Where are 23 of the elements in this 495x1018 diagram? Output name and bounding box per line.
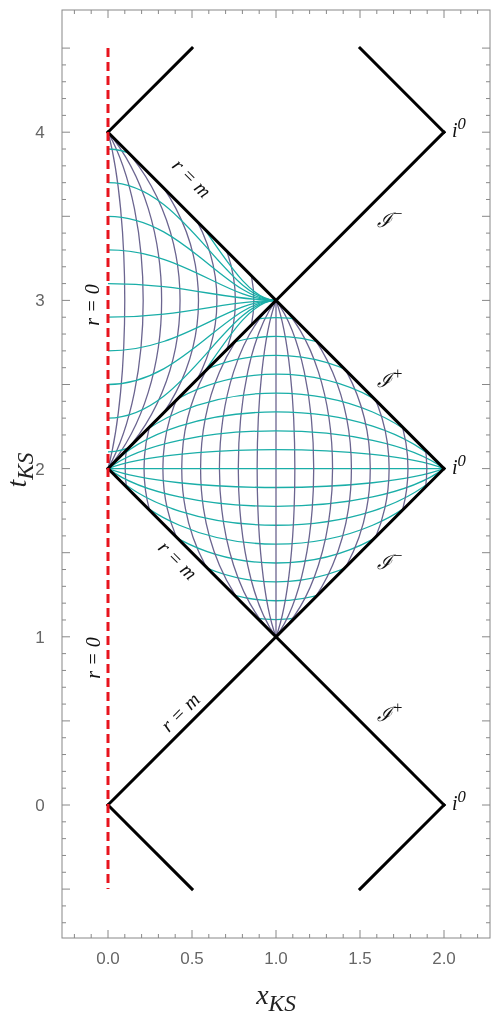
axis-tick-label: 2 bbox=[35, 460, 45, 478]
line-label: r = 0 bbox=[83, 637, 103, 679]
line-label: r = 0 bbox=[82, 284, 102, 326]
line-label: ℐ$^{+}$ bbox=[376, 700, 404, 724]
line-label: r = m bbox=[168, 154, 216, 202]
axis-tick-label: 0.5 bbox=[180, 949, 204, 967]
axis-tick-label: 4 bbox=[35, 123, 45, 141]
point-label: i$^{0}$ bbox=[452, 453, 466, 477]
point-label: i$^{0}$ bbox=[452, 789, 466, 813]
line-label: r = m bbox=[156, 688, 204, 736]
axis-tick-label: 2.0 bbox=[432, 949, 456, 967]
point-label: i$^{0}$ bbox=[452, 116, 466, 140]
axis-tick-label: 1 bbox=[35, 628, 45, 646]
axis-title: x$_{KS}$ bbox=[256, 981, 296, 1015]
line-label: r = m bbox=[154, 536, 202, 584]
axis-tick-label: 0 bbox=[35, 796, 45, 814]
axis-tick-label: 3 bbox=[35, 291, 45, 309]
axis-tick-label: 1.5 bbox=[348, 949, 372, 967]
line-label: ℐ$^{−}$ bbox=[376, 548, 404, 572]
axis-tick-label: 1.0 bbox=[264, 949, 288, 967]
line-label: ℐ$^{+}$ bbox=[376, 366, 404, 390]
axis-tick-label: 0.0 bbox=[96, 949, 120, 967]
line-label: ℐ$^{−}$ bbox=[376, 206, 404, 230]
